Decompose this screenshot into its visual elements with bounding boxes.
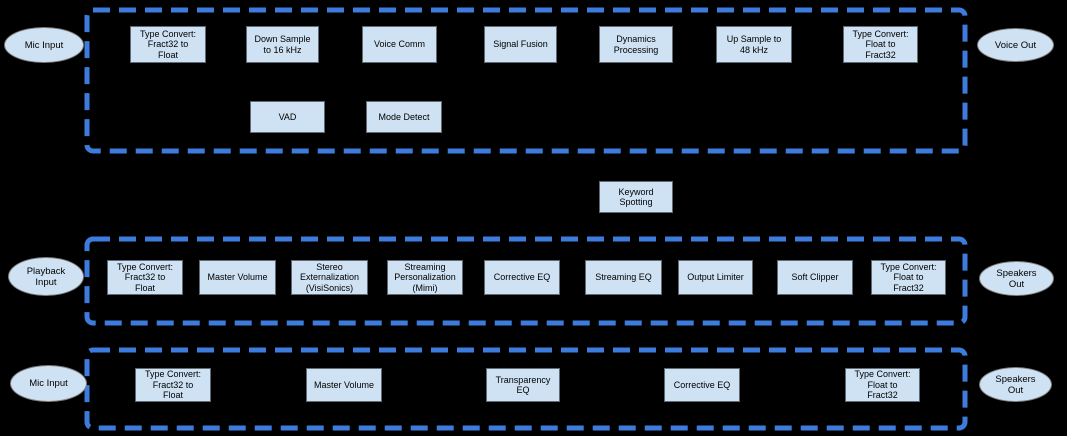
block-type-convert-fract32-to-float: Type Convert: Fract32 to Float [107,260,183,295]
block-master-volume: Master Volume [199,260,276,295]
block-streaming-eq: Streaming EQ [585,260,662,295]
block-output-limiter: Output Limiter [678,260,753,295]
block-master-volume: Master Volume [306,368,382,402]
block-voice-comm: Voice Comm [362,26,437,63]
block-type-convert-float-to-fract32: Type Convert: Float to Fract32 [845,368,920,402]
block-mode-detect: Mode Detect [366,101,442,133]
block-up-sample-48khz: Up Sample to 48 kHz [716,26,792,63]
terminal-speakers-out: Speakers Out [979,261,1054,296]
block-down-sample-16khz: Down Sample to 16 kHz [246,26,319,63]
terminal-voice-out: Voice Out [977,28,1054,62]
block-soft-clipper: Soft Clipper [777,260,853,295]
block-dynamics-processing: Dynamics Processing [599,26,673,63]
block-stereo-externalization: Stereo Externalization (VisiSonics) [291,260,368,295]
terminal-playback-input: Playback Input [8,257,84,296]
block-type-convert-fract32-to-float: Type Convert: Fract32 to Float [135,368,211,402]
block-type-convert-fract32-to-float: Type Convert: Fract32 to Float [130,26,206,63]
playback-pipeline-dashed-border [84,236,968,326]
block-corrective-eq: Corrective EQ [664,368,740,402]
block-vad: VAD [250,101,325,133]
mic-transparency-pipeline-dashed-border [84,347,968,431]
block-streaming-personalization: Streaming Personalization (Mimi) [387,260,463,295]
block-transparency-eq: Transparency EQ [486,368,560,402]
block-keyword-spotting: Keyword Spotting [599,181,673,213]
block-signal-fusion: Signal Fusion [484,26,557,63]
terminal-mic-input: Mic Input [4,27,84,63]
voice-pipeline-dashed-border [84,7,968,154]
block-corrective-eq: Corrective EQ [484,260,560,295]
block-type-convert-float-to-fract32: Type Convert: Float to Fract32 [871,260,946,295]
block-type-convert-float-to-fract32: Type Convert: Float to Fract32 [843,26,918,63]
terminal-mic-input: Mic Input [10,365,87,402]
terminal-speakers-out: Speakers Out [979,367,1052,402]
